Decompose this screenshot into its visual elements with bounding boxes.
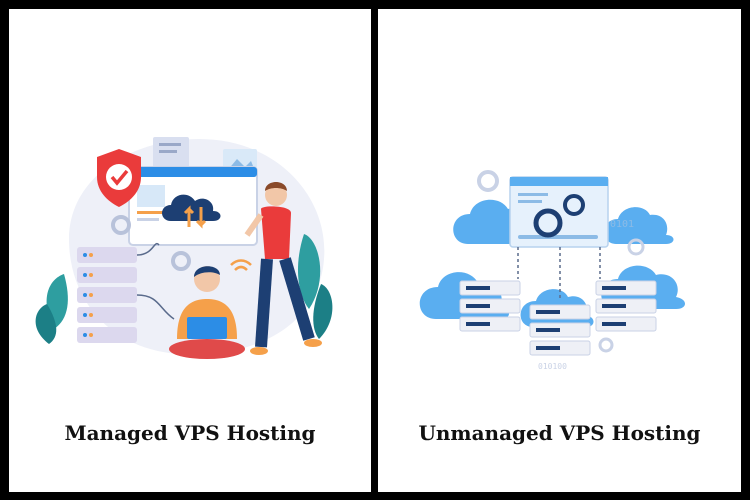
binary-text: 0101 (610, 219, 634, 230)
server-rack (77, 247, 137, 343)
leaf-left-2 (35, 304, 57, 344)
laptop-icon (187, 317, 227, 339)
server-center (529, 304, 591, 356)
settings-gear-icon (533, 208, 563, 238)
gear-icon (111, 215, 131, 235)
managed-vps-illustration (35, 137, 333, 359)
standing-person (244, 182, 322, 355)
managed-vps-panel: Managed VPS Hosting (9, 9, 371, 492)
gear-icon-2 (627, 238, 645, 256)
unmanaged-vps-caption: Unmanaged VPS Hosting (418, 421, 701, 445)
sitting-person (169, 266, 245, 359)
wifi-icon (230, 259, 252, 266)
leaf-right-2 (313, 284, 333, 339)
managed-vps-caption: Managed VPS Hosting (64, 421, 316, 445)
settings-gear-icon-2 (563, 194, 585, 216)
unmanaged-vps-panel: 0101 010100 Un (378, 9, 741, 492)
cloud-icon-2 (604, 207, 674, 244)
server-left (459, 280, 521, 332)
leaf-right (297, 234, 321, 309)
server-binary-text: 010100 (538, 362, 567, 371)
monitor-titlebar (129, 167, 257, 177)
unmanaged-vps-illustration: 0101 010100 (419, 170, 685, 371)
gear-icon (477, 170, 499, 192)
gear-icon-3 (598, 337, 614, 353)
cloud-upload-icon (162, 194, 221, 221)
gear-icon-2 (171, 251, 191, 271)
server-right (595, 280, 657, 332)
